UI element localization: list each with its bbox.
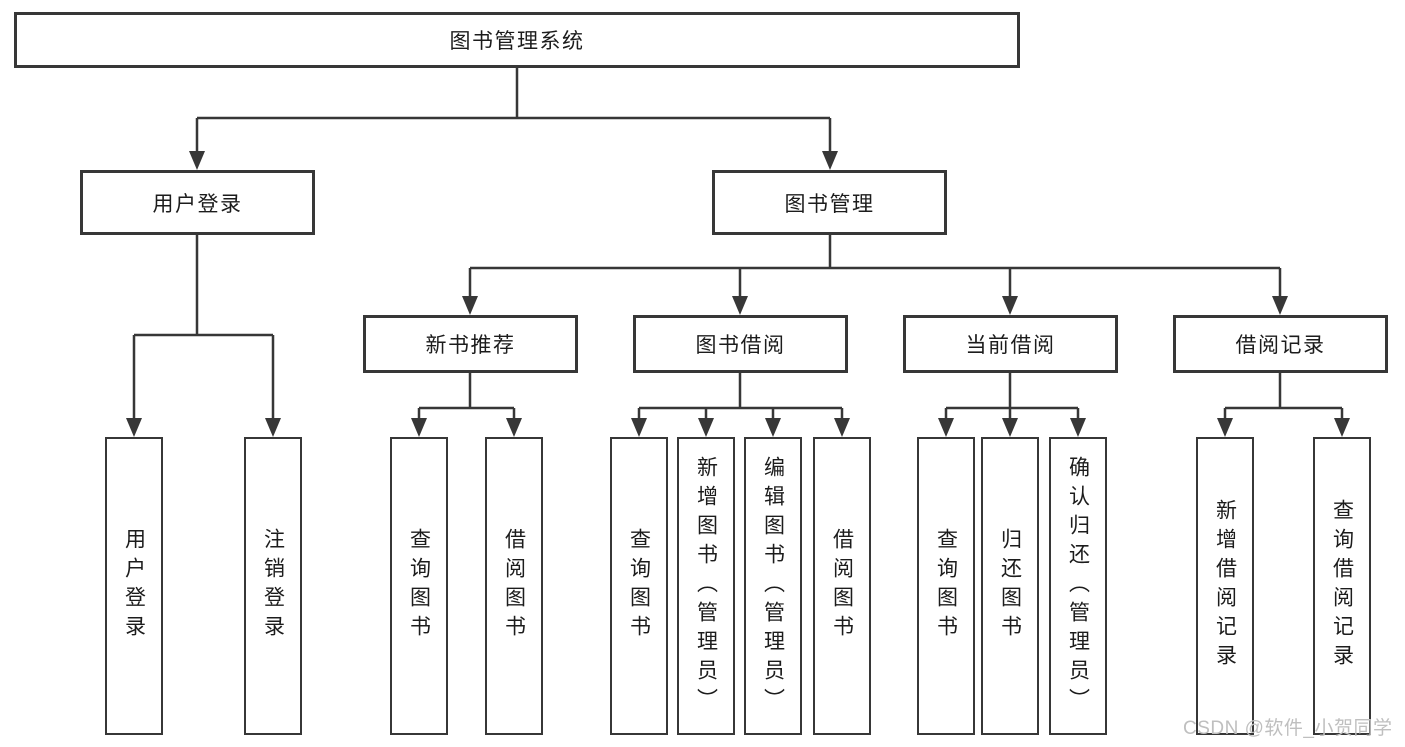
node-label: 用户登录 [122,528,146,644]
node-current-borrow: 当前借阅 [903,315,1118,373]
node-leaf-add-book-admin: 新增图书（管理员） [677,437,735,735]
node-label: 图书管理 [784,192,875,216]
node-leaf-query-book-2: 查询图书 [610,437,668,735]
node-label: 用户登录 [152,192,243,216]
node-root: 图书管理系统 [14,12,1020,68]
csdn-watermark: CSDN @软件_小贺同学 [1183,718,1393,739]
node-label: 归还图书 [998,528,1022,644]
connector-borrowrecord-to-leaves [1223,373,1344,421]
node-label: 查询图书 [627,528,651,644]
node-label: 确认归还（管理员） [1066,455,1090,717]
node-leaf-borrow-book-1: 借阅图书 [485,437,543,735]
node-label: 借阅图书 [830,528,854,644]
connector-newbookrec-to-leaves [417,373,516,421]
node-new-book-recommend: 新书推荐 [363,315,578,373]
node-leaf-query-book-1: 查询图书 [390,437,448,735]
connector-root-to-level1 [195,68,832,153]
node-book-management: 图书管理 [712,170,947,235]
node-label: 借阅图书 [502,528,526,644]
node-user-login: 用户登录 [80,170,315,235]
node-leaf-logout: 注销登录 [244,437,302,735]
node-leaf-confirm-return-admin: 确认归还（管理员） [1049,437,1107,735]
node-label: 注销登录 [261,528,285,644]
node-leaf-edit-book-admin: 编辑图书（管理员） [744,437,802,735]
node-label: 新增图书（管理员） [694,455,718,717]
node-label: 查询借阅记录 [1330,499,1354,673]
node-label: 查询图书 [934,528,958,644]
node-borrow-record: 借阅记录 [1173,315,1388,373]
connector-currentborrow-to-leaves [944,373,1080,421]
connector-bookborrow-to-leaves [637,373,844,421]
node-label: 编辑图书（管理员） [761,455,785,717]
node-book-borrow: 图书借阅 [633,315,848,373]
node-leaf-borrow-book-2: 借阅图书 [813,437,871,735]
node-label: 查询图书 [407,528,431,644]
node-label: 当前借阅 [965,334,1056,357]
node-label: 图书管理系统 [449,30,585,53]
node-label: 新书推荐 [425,334,516,357]
node-label: 借阅记录 [1235,334,1326,357]
node-leaf-user-login: 用户登录 [105,437,163,735]
node-leaf-return-book: 归还图书 [981,437,1039,735]
node-label: 图书借阅 [695,334,786,357]
node-leaf-add-borrow-record: 新增借阅记录 [1196,437,1254,735]
node-label: 新增借阅记录 [1213,499,1237,673]
connector-bookmgmt-to-level2 [468,235,1282,298]
node-leaf-query-borrow-record: 查询借阅记录 [1313,437,1371,735]
node-leaf-query-book-3: 查询图书 [917,437,975,735]
connector-userlogin-to-leaves [132,235,275,421]
